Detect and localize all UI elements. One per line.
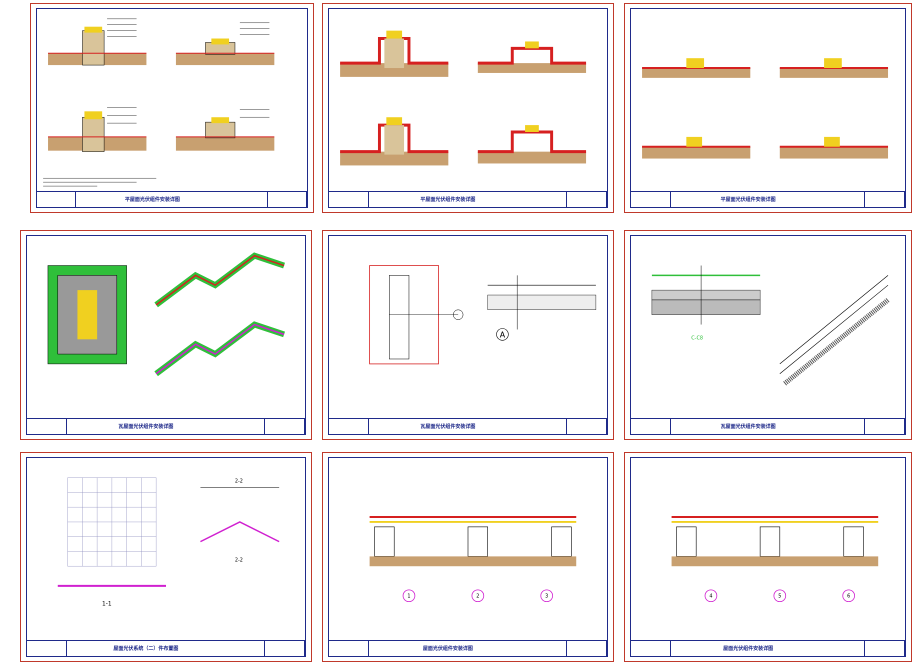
drawing-sheet-8[interactable]: 1 2 3 屋面光伏组件安装详图	[322, 452, 614, 662]
detail-marker-2: 2	[476, 594, 479, 600]
drawing-sheet-9[interactable]: 4 5 6 屋面光伏组件安装详图	[624, 452, 912, 662]
sheet-title: 平屋面光伏组件安装详图	[720, 197, 776, 203]
drawing-area: 1-1 2-2 2-2	[27, 458, 305, 641]
drawing-sheet-7[interactable]: 1-1 2-2 2-2 屋面光伏系统（二）件布置图	[20, 452, 312, 662]
detail-marker-3: 3	[545, 594, 548, 600]
sheet-title: 瓦屋面光伏组件安装详图	[720, 424, 776, 430]
title-block: 屋面光伏组件安装详图	[631, 640, 906, 656]
title-block: 屋面光伏组件安装详图	[329, 640, 607, 656]
sheet-title: 屋面光伏组件安装详图	[723, 646, 774, 652]
detail-drawings: 4 5 6	[671, 516, 879, 603]
sheet-frame: A 瓦屋面光伏组件安装详图	[328, 235, 608, 435]
title-block: 瓦屋面光伏组件安装详图	[631, 418, 906, 434]
detail-drawings	[340, 30, 587, 166]
detail-drawings: C-C8	[651, 265, 890, 386]
detail-marker-6: 6	[847, 594, 850, 600]
title-block: 平屋面光伏组件安装详图	[37, 191, 307, 207]
drawing-area: 4 5 6	[631, 458, 905, 641]
section-label-2-2-b: 2-2	[235, 557, 243, 563]
detail-marker-4: 4	[709, 594, 712, 600]
detail-drawings: 1 2 3	[369, 516, 577, 603]
section-label-1-1: 1-1	[102, 602, 112, 608]
drawing-sheet-6[interactable]: C-C8 瓦屋面光伏组件安装详图	[624, 230, 912, 440]
sheet-frame: C-C8 瓦屋面光伏组件安装详图	[630, 235, 906, 435]
sheet-frame: 平屋面光伏组件安装详图	[630, 8, 906, 208]
drawing-area	[329, 9, 607, 192]
title-block: 屋面光伏系统（二）件布置图	[27, 640, 305, 656]
drawing-area	[27, 236, 305, 419]
sheet-title: 瓦屋面光伏组件安装详图	[420, 424, 476, 430]
detail-drawings: 1-1 2-2 2-2	[57, 477, 280, 608]
drawing-sheet-1[interactable]: 平屋面光伏组件安装详图	[30, 3, 314, 213]
drawing-area	[631, 9, 905, 192]
drawing-area: C-C8	[631, 236, 905, 419]
drawing-sheet-2[interactable]: 平屋面光伏组件安装详图	[322, 3, 614, 213]
detail-marker-1: 1	[407, 594, 410, 600]
sheet-title: 瓦屋面光伏组件安装详图	[118, 424, 174, 430]
detail-drawings	[642, 58, 889, 159]
sheet-title: 屋面光伏组件安装详图	[422, 646, 473, 652]
drawing-sheet-5[interactable]: A 瓦屋面光伏组件安装详图	[322, 230, 614, 440]
drawing-sheet-3[interactable]: 平屋面光伏组件安装详图	[624, 3, 912, 213]
drawing-area: A	[329, 236, 607, 419]
title-block: 平屋面光伏组件安装详图	[329, 191, 607, 207]
title-block: 平屋面光伏组件安装详图	[631, 191, 906, 207]
sheet-title: 平屋面光伏组件安装详图	[420, 197, 476, 203]
detail-drawings: A	[369, 265, 597, 365]
drawing-area: 1 2 3	[329, 458, 607, 641]
drawing-sheet-4[interactable]: 瓦屋面光伏组件安装详图	[20, 230, 312, 440]
drawing-area	[37, 9, 307, 192]
title-block: 瓦屋面光伏组件安装详图	[27, 418, 305, 434]
sheet-frame: 平屋面光伏组件安装详图	[328, 8, 608, 208]
title-block: 瓦屋面光伏组件安装详图	[329, 418, 607, 434]
sheet-frame: 1-1 2-2 2-2 屋面光伏系统（二）件布置图	[26, 457, 306, 657]
sheet-frame: 4 5 6 屋面光伏组件安装详图	[630, 457, 906, 657]
detail-marker-5: 5	[778, 594, 781, 600]
sheet-frame: 瓦屋面光伏组件安装详图	[26, 235, 306, 435]
sheet-frame: 1 2 3 屋面光伏组件安装详图	[328, 457, 608, 657]
detail-circle-label: A	[500, 330, 506, 339]
detail-label: C-C8	[691, 335, 703, 341]
sheet-title: 平屋面光伏组件安装详图	[124, 197, 180, 203]
sheet-title: 屋面光伏系统（二）件布置图	[113, 646, 179, 652]
detail-drawings	[47, 252, 285, 377]
sheet-frame: 平屋面光伏组件安装详图	[36, 8, 308, 208]
section-label-2-2-a: 2-2	[235, 479, 243, 485]
detail-drawings	[43, 18, 275, 187]
